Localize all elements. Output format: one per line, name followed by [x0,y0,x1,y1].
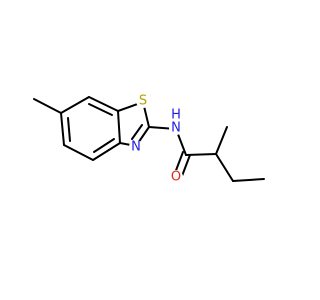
amide-nitrogen-atom-background [169,121,183,135]
bond-benzene-4 [117,110,121,144]
bond-benzene-6 [60,96,90,114]
bond-alpha-beta [215,153,234,182]
carbonyl-oxygen-atom-background [169,170,183,184]
amide-nitrogen-atom: N H [169,108,183,136]
bond-carbonyl-alpha [185,153,217,156]
chemical-structure-diagram: S N N H O [33,94,265,185]
bond-benzene-1 [60,112,65,146]
bond-benzene-3-inner [93,138,115,153]
bond-thiazole-c2-n-inner [131,124,143,140]
bond-benzene-5 [88,96,119,112]
bond-benzene-2 [63,144,94,161]
bond-benzene-1-inner [67,117,71,142]
carbonyl-oxygen-atom-label: O [171,170,181,185]
sulfur-atom-background [136,94,150,108]
bond-beta-gamma [232,178,265,182]
amide-nitrogen-atom-label: N [171,121,181,136]
bond-benzene-5-inner [88,103,113,116]
bond-methyl-aryl [33,98,62,114]
amide-hydrogen-atom-label: H [171,108,181,123]
atom-label-layer: S N N H O [129,94,183,185]
bond-benzene-3 [92,142,121,161]
bond-carbonyl-double-a [174,151,184,174]
ring-nitrogen-atom-background [129,140,143,154]
sulfur-atom: S [136,94,150,109]
sulfur-atom-label: S [139,94,147,109]
ring-nitrogen-atom-label: N [131,140,141,155]
bond-carbonyl-double-b [181,154,191,177]
bond-alpha-methyl [215,126,228,155]
carbonyl-oxygen-atom: O [169,170,183,185]
ring-nitrogen-atom: N [129,140,143,155]
bond-layer [33,96,265,182]
